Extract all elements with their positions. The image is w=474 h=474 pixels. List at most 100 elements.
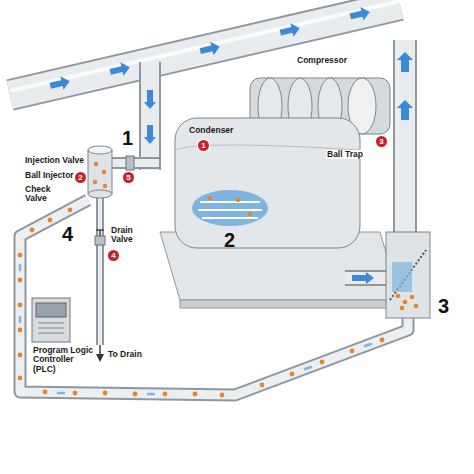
injection-pipe-part [139,62,161,170]
cleaning-ball-part [163,392,168,397]
step-number: 3 [438,296,449,316]
cleaning-ball-part [18,328,23,333]
cleaning-ball-part [193,392,198,397]
ball-trap-part [392,262,412,292]
cleaning-ball-part [18,376,23,381]
part-label: Program Logic Controller (PLC) [32,346,94,374]
part-label: Injection Valve [24,156,85,165]
outlet-pipe [345,272,390,284]
ball-trap [386,232,430,318]
ball-injector-part [95,236,105,245]
flow-arrow-part [199,40,222,58]
return-pipe-part [393,40,417,236]
water-streak-part [365,344,371,346]
step-number: 4 [62,224,73,244]
plc-cabinet-part [38,333,64,334]
ball-injector-part [94,162,98,166]
flow-arrow-part [49,74,72,92]
cleaning-ball-part [380,338,385,343]
ball-injector-part [96,190,104,345]
flow-arrow-part [144,90,156,109]
part-label: To Drain [107,350,143,359]
cleaning-ball-part [350,349,355,354]
ball-injector-part [93,180,97,184]
condenser-part [236,198,240,202]
ball-injector-part [96,354,104,362]
part-label: Drain Valve [110,226,146,245]
callout-number: 2 [75,172,86,183]
water-streak-part [19,265,22,270]
cleaning-ball-part [133,392,138,397]
ball-injector-part [99,230,101,236]
ball-injector-part [88,190,112,198]
cleaning-ball-part [43,390,48,395]
part-label: Condenser [188,126,234,135]
ball-injector-part [102,170,106,174]
water-streak-part [19,317,22,322]
ball-injector-part [96,229,104,231]
plc-cabinet-part [38,323,64,324]
condenser-part [200,201,260,203]
injection-pipe-part [110,157,160,169]
water-streak-part [148,393,154,396]
ball-injector-part [98,190,102,345]
cleaning-ball-part [260,383,265,388]
plc-cabinet [32,298,70,342]
ball-injector-part [103,184,107,188]
flow-arrow-part [109,61,132,79]
flow-arrow [144,90,156,144]
condenser [175,118,360,248]
return-pipe [397,40,413,236]
plc-cabinet-part [32,298,70,342]
outlet-pipe-part [352,272,374,284]
part-label: Compressor [296,56,348,65]
injection-pipe-part [126,156,134,170]
callout-number: 4 [108,250,119,261]
return-pipe-part [395,40,415,236]
part-label: Ball Injector [24,171,75,180]
ball-trap-part [414,304,419,309]
cleaning-ball-part [320,360,325,365]
condenser-part [208,196,212,200]
ball-trap-part [400,306,405,311]
condenser-part [198,209,262,211]
part-label: Check Valve [24,185,58,204]
ball-trap-part [403,300,408,305]
part-label: Ball Trap [326,150,364,159]
step-number: 1 [122,128,133,148]
cleaning-ball-part [18,253,23,258]
plc-cabinet-part [36,303,66,317]
condenser-part [192,190,268,226]
cleaning-ball-part [290,372,295,377]
flow-arrow-part [349,5,372,23]
cleaning-ball-part [18,278,23,283]
cleaning-ball-part [30,228,35,233]
cleaning-ball-part [18,353,23,358]
ball-trap-part [386,232,430,318]
flow-arrow-part [279,21,302,39]
ball-injector-part [88,146,112,154]
ball-trap-part [390,250,426,300]
callout-number: 3 [376,136,387,147]
outlet-pipe-part [345,270,390,286]
return-pipe-part [397,100,413,120]
water-streak-part [305,367,311,369]
injection-pipe [110,62,160,170]
ball-trap-part [410,295,415,300]
cleaning-ball-part [48,218,53,223]
cleaning-ball-part [18,303,23,308]
callout-number: 1 [198,140,209,151]
plc-cabinet-part [38,328,64,329]
injection-pipe-part [141,62,159,170]
outlet-pipe-part [345,272,390,284]
cleaning-ball-part [103,391,108,396]
step-number: 2 [224,230,235,250]
condenser-part [248,212,252,216]
base-slab-part [180,300,400,308]
condenser-part [175,118,360,248]
ball-trap-part [396,294,401,299]
callout-number: 5 [123,172,134,183]
return-pipe-part [397,52,413,72]
cleaning-ball-part [220,393,225,398]
